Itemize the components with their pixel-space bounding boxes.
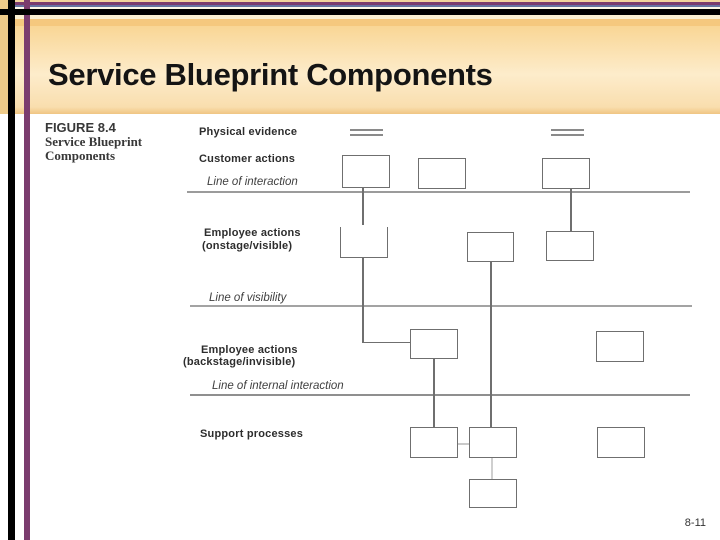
physical-evidence-marker-2 bbox=[551, 129, 584, 136]
figure-caption: FIGURE 8.4 Service Blueprint Components bbox=[45, 121, 142, 163]
label-employee-onstage-2: (onstage/visible) bbox=[202, 240, 293, 252]
figure-number: FIGURE 8.4 bbox=[45, 120, 116, 135]
onstage-action-box-2 bbox=[467, 232, 514, 262]
left-gold-strip bbox=[0, 0, 8, 114]
label-support-processes: Support processes bbox=[200, 428, 304, 440]
support-process-box-3 bbox=[469, 479, 517, 508]
label-employee-onstage-1: Employee actions bbox=[204, 227, 301, 239]
line-of-internal-interaction-rule bbox=[190, 394, 690, 396]
backstage-action-box-2 bbox=[596, 331, 644, 362]
label-line-of-internal-interaction: Line of internal interaction bbox=[212, 380, 344, 392]
figure-title-line1: Service Blueprint bbox=[45, 134, 143, 149]
label-customer-actions: Customer actions bbox=[199, 153, 296, 165]
left-purple-bar bbox=[24, 0, 30, 540]
connector-onstage1-down bbox=[362, 258, 364, 343]
label-line-of-interaction: Line of interaction bbox=[207, 176, 298, 188]
support-process-box-1 bbox=[410, 427, 458, 458]
label-employee-backstage-1: Employee actions bbox=[201, 344, 298, 356]
top-slate-stripe bbox=[0, 5, 720, 7]
connector-customer3-to-onstage3 bbox=[570, 189, 572, 231]
slide-title: Service Blueprint Components bbox=[48, 57, 493, 92]
onstage-action-box-3 bbox=[546, 231, 594, 261]
left-black-bar bbox=[8, 0, 15, 540]
connector-support1-to-support2 bbox=[458, 443, 469, 445]
top-purple-stripe bbox=[0, 2, 720, 5]
line-of-visibility-rule bbox=[190, 305, 692, 307]
connector-backstage1-to-support1 bbox=[433, 359, 435, 427]
support-process-box-4 bbox=[597, 427, 645, 458]
line-of-interaction-rule bbox=[187, 191, 690, 193]
support-process-box-2 bbox=[469, 427, 517, 458]
label-physical-evidence: Physical evidence bbox=[199, 126, 298, 138]
connector-elbow-to-backstage1 bbox=[362, 341, 410, 343]
page-number: 8-11 bbox=[684, 517, 706, 529]
customer-action-box-1 bbox=[342, 155, 390, 188]
connector-customer1-to-onstage1 bbox=[362, 188, 364, 225]
top-white-stripe bbox=[0, 7, 720, 9]
connector-onstage2-to-support2 bbox=[490, 262, 492, 427]
connector-support2-to-support3 bbox=[491, 458, 493, 479]
label-employee-backstage-2: (backstage/invisible) bbox=[183, 356, 296, 368]
label-line-of-visibility: Line of visibility bbox=[209, 292, 287, 304]
top-cream-stripe bbox=[0, 15, 720, 19]
top-gold-stripe bbox=[0, 0, 720, 2]
backstage-action-box-1 bbox=[410, 329, 458, 359]
onstage-action-box-1 bbox=[340, 227, 388, 258]
physical-evidence-marker-1 bbox=[350, 129, 383, 136]
customer-action-box-3 bbox=[542, 158, 590, 189]
title-band bbox=[0, 26, 720, 114]
top-orange-stripe bbox=[0, 19, 720, 26]
customer-action-box-2 bbox=[418, 158, 466, 189]
top-black-bar bbox=[0, 9, 720, 15]
figure-title-line2: Components bbox=[45, 148, 116, 163]
